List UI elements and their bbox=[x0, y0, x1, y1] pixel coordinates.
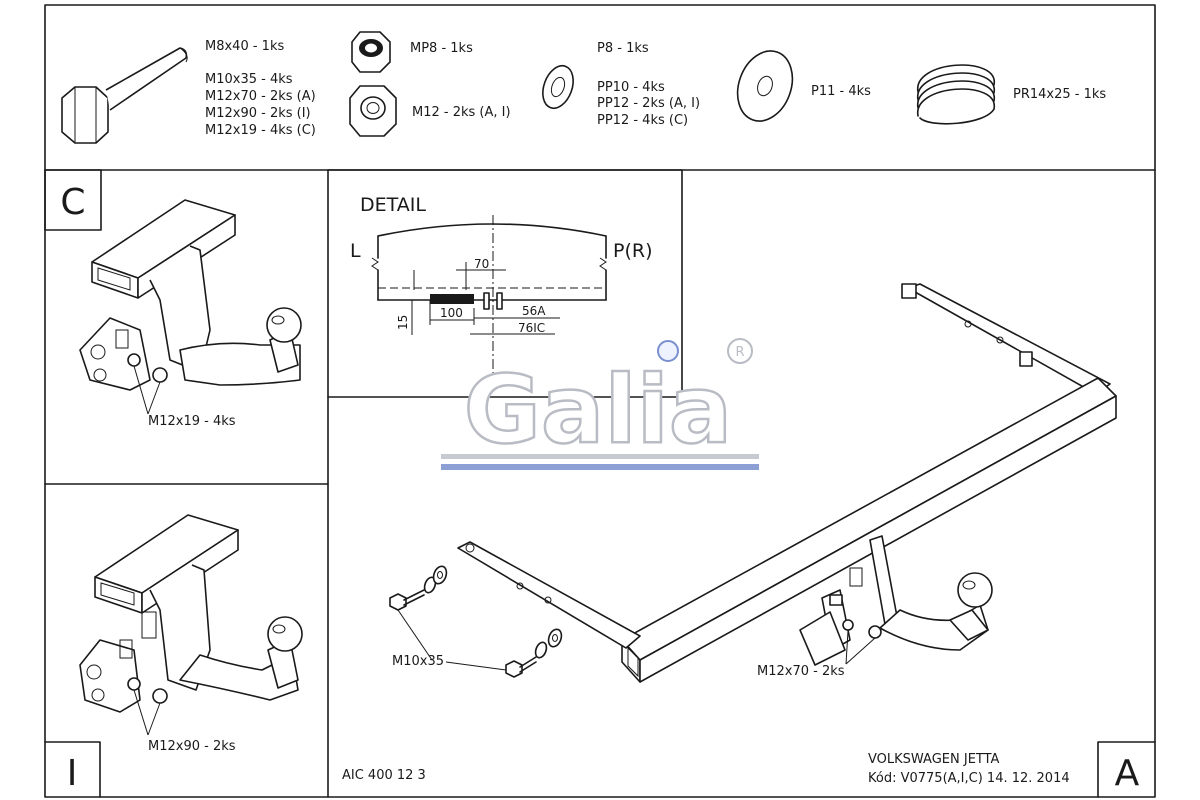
panel-a-right-leader-2 bbox=[845, 637, 876, 665]
panel-a-right-bolt-label: M12x70 - 2ks bbox=[757, 664, 845, 679]
footer-vehicle: VOLKSWAGEN JETTA bbox=[868, 752, 1000, 767]
detail-left-label: L bbox=[350, 240, 361, 262]
panel-c-towbar-drawing bbox=[79, 199, 302, 391]
spring-washer-drawing bbox=[917, 64, 995, 125]
part-nut-mp8-label: MP8 - 1ks bbox=[410, 41, 473, 56]
sheet-border bbox=[44, 4, 1156, 798]
part-bolt-label-2: M10x35 - 4ks bbox=[205, 72, 293, 87]
panel-a-right-leader-1 bbox=[845, 630, 849, 665]
panel-i-bolt-label: M12x90 - 2ks bbox=[148, 739, 236, 754]
part-nut-m12-label: M12 - 2ks (A, I) bbox=[412, 105, 511, 120]
part-washer-pp12-ai-label: PP12 - 2ks (A, I) bbox=[597, 96, 700, 111]
detail-dim-15: 15 bbox=[396, 315, 410, 330]
part-bolt-label-1: M8x40 - 1ks bbox=[205, 39, 284, 54]
part-bolt-label-5: M12x19 - 4ks (C) bbox=[205, 123, 316, 138]
detail-dim-70: 70 bbox=[474, 257, 489, 271]
part-washer-pp10-label: PP10 - 4ks bbox=[597, 80, 665, 95]
washer-large-drawing bbox=[736, 50, 794, 122]
panel-a-letter: A bbox=[1115, 753, 1140, 794]
part-bolt-label-4: M12x90 - 2ks (I) bbox=[205, 106, 311, 121]
panel-c-leader-1 bbox=[133, 365, 149, 415]
detail-dim-100: 100 bbox=[440, 306, 463, 320]
nut-m12-drawing bbox=[349, 85, 397, 137]
logo-dot bbox=[657, 340, 679, 362]
footer-kod: Kód: V0775(A,I,C) 14. 12. 2014 bbox=[868, 771, 1070, 786]
panel-a-towbar-drawing bbox=[457, 283, 1117, 683]
washer-small-drawing bbox=[542, 64, 574, 110]
nut-mp8-drawing bbox=[351, 31, 391, 73]
detail-title: DETAIL bbox=[360, 194, 426, 216]
panel-i-leader-2 bbox=[147, 702, 161, 736]
panel-c-bolt-label: M12x19 - 4ks bbox=[148, 414, 236, 429]
part-washer-pp12-c-label: PP12 - 4ks (C) bbox=[597, 113, 688, 128]
logo-underline-grey bbox=[441, 454, 759, 459]
part-bolt-label-3: M12x70 - 2ks (A) bbox=[205, 89, 316, 104]
footer-code: AIC 400 12 3 bbox=[342, 768, 426, 783]
panel-a-fasteners-drawing bbox=[389, 565, 563, 678]
panel-c-letter-box bbox=[44, 169, 102, 231]
panel-i-leader-1 bbox=[133, 689, 149, 736]
panel-c-letter: C bbox=[60, 182, 85, 223]
part-washer-p11-label: P11 - 4ks bbox=[811, 84, 871, 99]
panel-i-letter: I bbox=[67, 753, 78, 794]
detail-profile-drawing bbox=[371, 215, 607, 390]
logo-wordmark: Galia bbox=[464, 356, 732, 465]
panel-c-leader-2 bbox=[147, 381, 161, 415]
detail-dim-76ic: 76IC bbox=[518, 321, 545, 335]
panel-a-letter-box bbox=[1097, 741, 1156, 798]
detail-right-label: P(R) bbox=[613, 240, 652, 262]
detail-box bbox=[327, 169, 683, 398]
panel-i-towbar-drawing bbox=[79, 514, 303, 713]
detail-dim-56a: 56A bbox=[522, 304, 546, 318]
bolt-drawing bbox=[61, 47, 188, 144]
part-spring-label: PR14x25 - 1ks bbox=[1013, 87, 1106, 102]
galia-logo: Galia R bbox=[441, 338, 759, 470]
part-washer-p8-label: P8 - 1ks bbox=[597, 41, 649, 56]
registered-mark-icon bbox=[727, 338, 753, 364]
registered-mark-letter: R bbox=[735, 345, 744, 360]
logo-underline-blue bbox=[441, 464, 759, 470]
panel-i-letter-box bbox=[44, 741, 101, 798]
panel-a-left-bolt-label: M10x35 bbox=[392, 654, 444, 669]
panel-a-left-leader-2 bbox=[445, 661, 507, 671]
panel-a-left-leader-1 bbox=[397, 609, 433, 661]
